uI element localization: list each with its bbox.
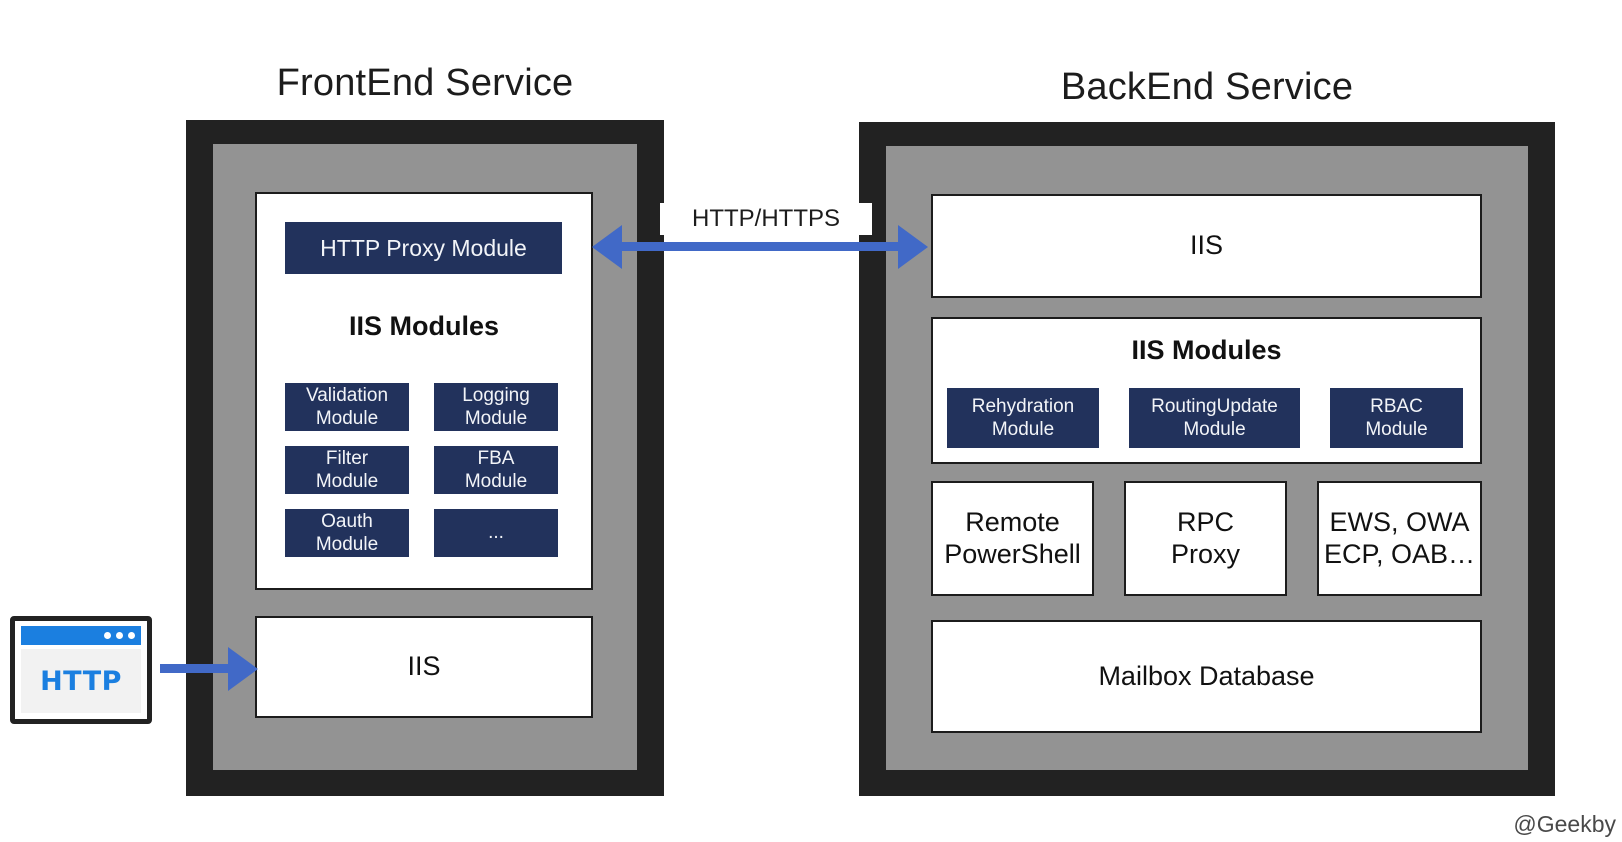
mailbox-database-panel: Mailbox Database xyxy=(931,620,1482,733)
browser-content: HTTP xyxy=(21,649,141,713)
remote-powershell-label: Remote PowerShell xyxy=(944,506,1081,569)
watermark: @Geekby xyxy=(1513,811,1616,837)
arrow-head-left-icon xyxy=(592,225,622,269)
http-label: HTTP xyxy=(40,665,122,697)
browser-titlebar xyxy=(21,626,141,645)
ews-owa-ecp-oab-label: EWS, OWA ECP, OAB… xyxy=(1323,506,1476,569)
filter-module-chip[interactable]: Filter Module xyxy=(285,446,409,494)
frontend-iis-modules-label: IIS Modules xyxy=(348,311,500,341)
frontend-iis-panel: IIS xyxy=(255,616,593,718)
validation-module-chip[interactable]: Validation Module xyxy=(285,383,409,431)
http-proxy-module-chip[interactable]: HTTP Proxy Module xyxy=(285,222,562,274)
arrow-head-right-icon xyxy=(228,647,258,691)
backend-iis-label: IIS xyxy=(1189,230,1223,261)
rbac-module-chip[interactable]: RBAC Module xyxy=(1330,388,1463,448)
client-frontend-arrow-line xyxy=(160,664,248,673)
frontend-iis-label: IIS xyxy=(407,651,441,682)
backend-iis-modules-label: IIS Modules xyxy=(1131,335,1282,365)
browser-window-icon: HTTP xyxy=(10,616,152,724)
rehydration-module-chip[interactable]: Rehydration Module xyxy=(947,388,1099,448)
routingupdate-module-chip[interactable]: RoutingUpdate Module xyxy=(1129,388,1300,448)
arrow-head-right-icon xyxy=(898,225,928,269)
remote-powershell-panel: Remote PowerShell xyxy=(931,481,1094,596)
more-modules-chip[interactable]: ... xyxy=(434,509,558,557)
frontend-backend-arrow-line xyxy=(620,242,920,251)
rpc-proxy-label: RPC Proxy xyxy=(1170,506,1241,569)
frontend-service-title: FrontEnd Service xyxy=(276,62,574,104)
logging-module-chip[interactable]: Logging Module xyxy=(434,383,558,431)
backend-service-title: BackEnd Service xyxy=(1060,66,1354,108)
http-https-connection-label: HTTP/HTTPS xyxy=(660,203,872,235)
rpc-proxy-panel: RPC Proxy xyxy=(1124,481,1287,596)
browser-dot-icon xyxy=(128,632,135,639)
oauth-module-chip[interactable]: Oauth Module xyxy=(285,509,409,557)
backend-iis-panel: IIS xyxy=(931,194,1482,298)
fba-module-chip[interactable]: FBA Module xyxy=(434,446,558,494)
browser-dot-icon xyxy=(104,632,111,639)
browser-dot-icon xyxy=(116,632,123,639)
mailbox-database-label: Mailbox Database xyxy=(1098,660,1315,691)
ews-owa-ecp-oab-panel: EWS, OWA ECP, OAB… xyxy=(1317,481,1482,596)
